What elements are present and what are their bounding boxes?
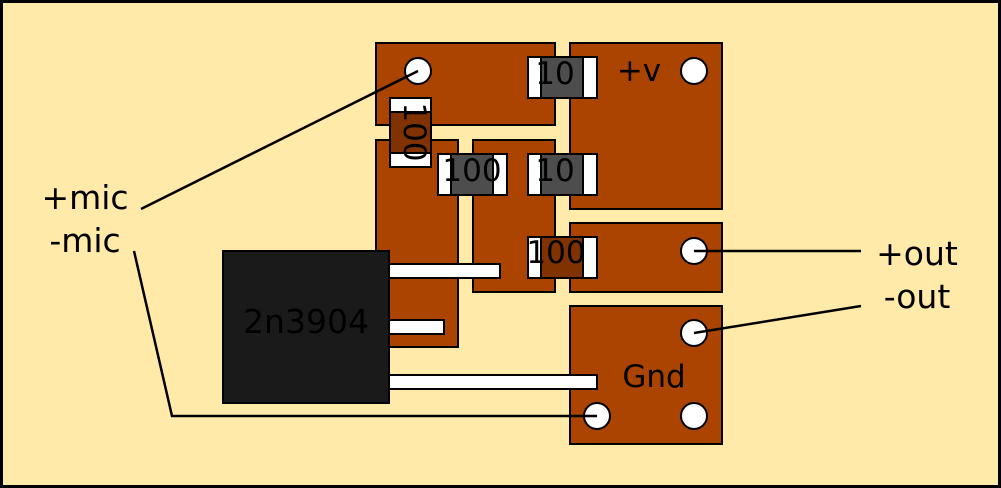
transistor-lead-middle xyxy=(387,319,445,335)
resistor-mid-100-label: 100 xyxy=(442,153,501,189)
plus-mic-label: +mic xyxy=(41,178,128,217)
wire-minus-out xyxy=(693,304,862,335)
resistor-top-10: 10 xyxy=(527,56,598,99)
resistor-mid-10-label: 10 xyxy=(535,153,574,189)
hole-plus-v xyxy=(680,57,708,85)
transistor-lead-bottom xyxy=(387,374,598,390)
wire-minus-mic xyxy=(132,250,597,418)
resistor-bottom-100-label: 100 xyxy=(526,235,585,271)
resistor-mid-100: 100 xyxy=(437,153,508,196)
gnd-label: Gnd xyxy=(622,359,685,395)
transistor-2n3904 xyxy=(222,250,390,404)
plus-out-label: +out xyxy=(876,234,958,273)
minus-out-label: -out xyxy=(884,277,951,316)
hole-gnd xyxy=(680,402,708,430)
plus-v-label: +v xyxy=(617,53,661,89)
wire-plus-mic xyxy=(140,69,419,211)
resistor-vertical-100: 100 xyxy=(389,97,432,168)
resistor-top-10-label: 10 xyxy=(535,56,574,92)
resistor-mid-10: 10 xyxy=(527,153,598,196)
transistor-label: 2n3904 xyxy=(243,302,369,341)
transistor-lead-top xyxy=(387,263,501,279)
resistor-bottom-100: 100 xyxy=(526,235,598,279)
minus-mic-label: -mic xyxy=(49,221,120,260)
resistor-vertical-100-label: 100 xyxy=(396,102,432,161)
